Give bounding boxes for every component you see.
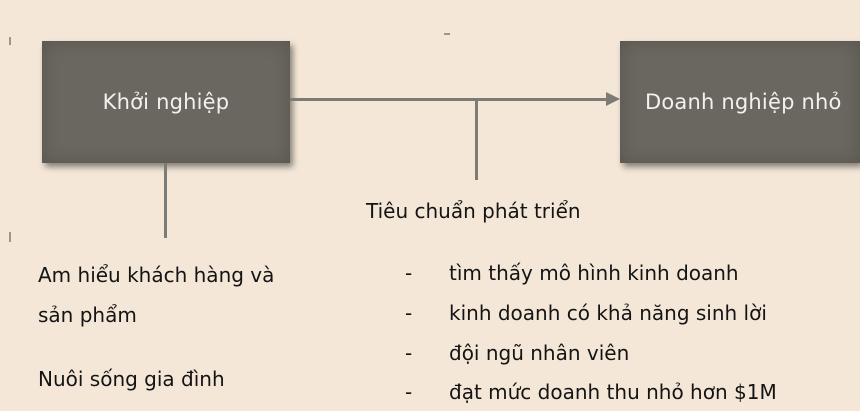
bullet-dash: -: [405, 261, 413, 285]
criteria-item: - tìm thấy mô hình kinh doanh: [405, 261, 739, 285]
notes-connector: [164, 163, 167, 238]
artifact-mark: [9, 37, 11, 45]
artifact-mark: [9, 232, 11, 242]
bullet-dash: -: [405, 301, 413, 325]
arrow-head-icon: [606, 92, 620, 106]
criteria-item: - đạt mức doanh thu nhỏ hơn $1M: [405, 380, 777, 404]
small-business-box: Doanh nghiệp nhỏ: [620, 41, 860, 163]
criteria-item-text: tìm thấy mô hình kinh doanh: [449, 261, 739, 285]
connector-arrow-line: [290, 98, 608, 101]
left-note-line: Am hiểu khách hàng và: [38, 263, 275, 287]
startup-box: Khởi nghiệp: [42, 41, 290, 163]
startup-box-label: Khởi nghiệp: [102, 90, 230, 114]
bullet-dash: -: [405, 380, 413, 404]
growth-criteria-label: Tiêu chuẩn phát triển: [366, 199, 581, 223]
small-business-box-label: Doanh nghiệp nhỏ: [645, 90, 842, 114]
criteria-item-text: đạt mức doanh thu nhỏ hơn $1M: [449, 380, 777, 404]
criteria-item: - kinh doanh có khả năng sinh lời: [405, 301, 767, 325]
criteria-connector: [475, 101, 478, 180]
criteria-item-text: kinh doanh có khả năng sinh lời: [449, 301, 767, 325]
bullet-dash: -: [405, 341, 413, 365]
artifact-mark: [444, 33, 450, 35]
criteria-item: - đội ngũ nhân viên: [405, 341, 629, 365]
left-note-line: sản phẩm: [38, 303, 137, 327]
criteria-item-text: đội ngũ nhân viên: [449, 341, 630, 365]
left-note-line: Nuôi sống gia đình: [38, 367, 225, 391]
